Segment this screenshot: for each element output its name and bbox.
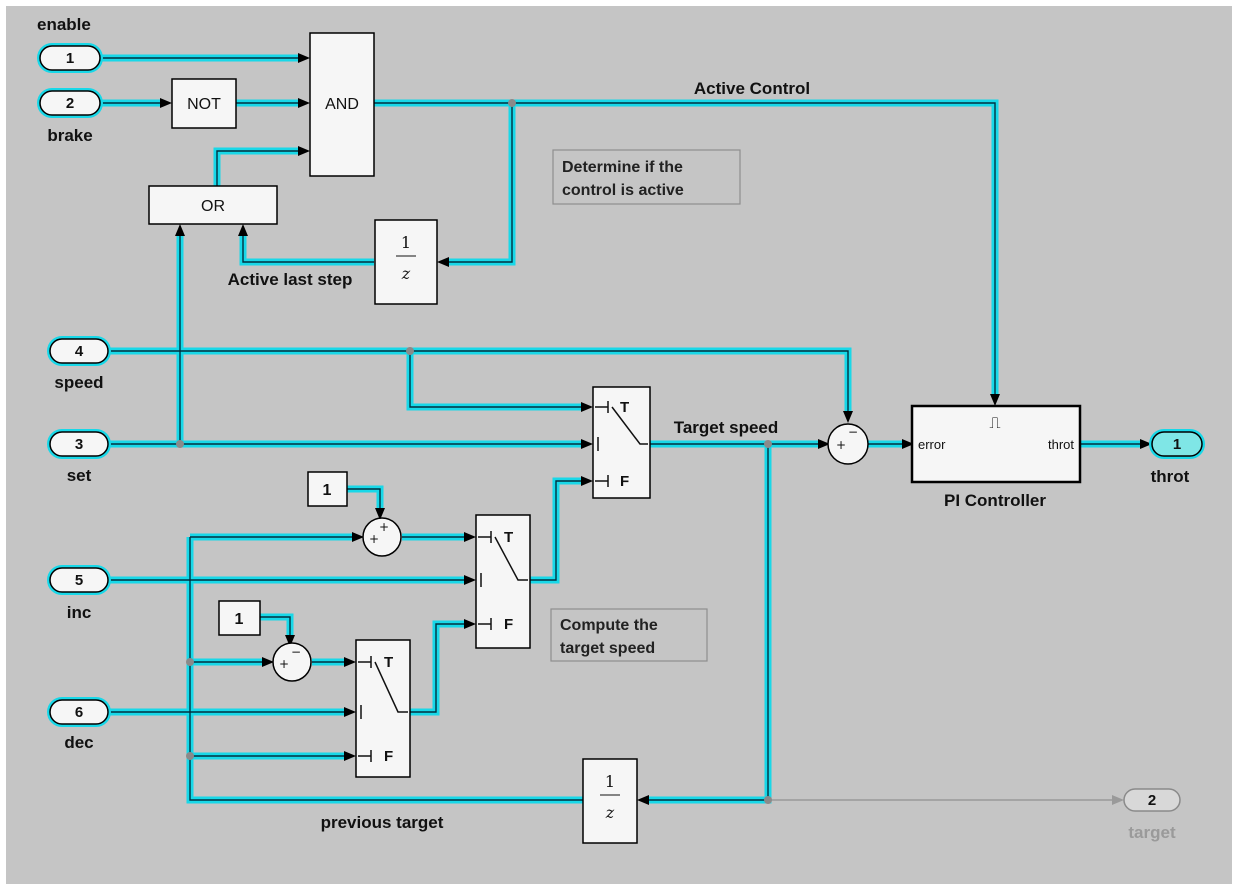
inport-set[interactable]: 3 set <box>47 429 111 485</box>
inport-brake-label: brake <box>47 126 92 145</box>
switch-dec-true: T <box>384 654 393 671</box>
annotation-active-line2: control is active <box>562 182 684 199</box>
inport-enable-number: 1 <box>66 50 74 67</box>
pi-controller-name: PI Controller <box>944 491 1046 510</box>
constant-inc[interactable]: 1 <box>307 471 348 507</box>
annotation-target-line1: Compute the <box>560 617 658 634</box>
unit-delay-active-denominator: z <box>401 264 411 283</box>
svg-text:+: + <box>836 438 846 452</box>
svg-text:+: + <box>279 657 289 671</box>
pi-controller-throt-port: throt <box>1048 437 1074 452</box>
signal-label-active-control: Active Control <box>694 79 810 98</box>
unit-delay-active[interactable]: 1 z <box>374 219 438 305</box>
outport-target-label: target <box>1128 823 1176 842</box>
inport-dec-number: 6 <box>75 704 83 721</box>
outport-throt-number: 1 <box>1173 436 1181 453</box>
inport-inc[interactable]: 5 inc <box>47 565 111 622</box>
annotation-target-line2: target speed <box>560 640 655 657</box>
wire-dec-switch-to-inc-switch[interactable] <box>410 620 466 716</box>
branch-points <box>176 99 772 804</box>
unit-delay-target[interactable]: 1 z <box>582 758 638 844</box>
outport-throt-label: throt <box>1151 467 1190 486</box>
pi-controller-enable-icon: ⎍ <box>989 415 1000 432</box>
signal-label-target-speed: Target speed <box>674 418 779 437</box>
or-block[interactable]: OR <box>148 185 278 225</box>
wire-active-last-step[interactable] <box>239 234 374 266</box>
signal-wire-cores <box>100 57 1142 801</box>
wire-or-to-and[interactable] <box>213 147 300 186</box>
switch-inc-true: T <box>504 529 513 546</box>
annotation-active-line1: Determine if the <box>562 159 683 176</box>
inport-inc-label: inc <box>67 603 92 622</box>
inport-brake[interactable]: 2 brake <box>37 88 103 145</box>
or-block-label: OR <box>201 198 225 215</box>
simulink-diagram: 1 enable 2 brake 4 speed 3 set 5 inc 6 d… <box>37 15 1205 844</box>
sum-increment[interactable]: + + <box>362 517 402 557</box>
pi-controller-block[interactable]: error throt ⎍ PI Controller <box>910 404 1082 510</box>
wire-speed-to-switch[interactable] <box>406 351 583 411</box>
unit-delay-target-numerator: 1 <box>605 772 615 791</box>
svg-text:−: − <box>848 425 858 439</box>
wire-active-feedback[interactable] <box>447 103 516 266</box>
constant-inc-value: 1 <box>323 482 332 499</box>
inport-dec[interactable]: 6 dec <box>47 697 111 752</box>
switch-inc-false: F <box>504 616 513 633</box>
svg-text:+: + <box>369 532 379 546</box>
inport-dec-label: dec <box>64 733 93 752</box>
inport-speed-label: speed <box>54 373 103 392</box>
pi-controller-error-port: error <box>918 437 946 452</box>
inport-inc-number: 5 <box>75 572 83 589</box>
inport-set-number: 3 <box>75 436 83 453</box>
not-block-label: NOT <box>187 96 221 113</box>
switch-target-false: F <box>620 473 629 490</box>
switch-dec-false: F <box>384 748 393 765</box>
signal-label-active-last-step: Active last step <box>228 270 353 289</box>
switch-dec[interactable]: T F <box>355 639 411 778</box>
outport-throt[interactable]: 1 throt <box>1149 429 1205 486</box>
unit-delay-target-denominator: z <box>605 803 615 822</box>
svg-text:−: − <box>291 645 301 659</box>
outport-target-number: 2 <box>1148 792 1156 809</box>
constant-dec[interactable]: 1 <box>218 600 261 636</box>
not-block[interactable]: NOT <box>171 78 237 129</box>
outport-target[interactable]: 2 target <box>1123 788 1181 842</box>
inport-speed-number: 4 <box>75 343 84 360</box>
wire-const-dec[interactable] <box>260 613 294 637</box>
inport-brake-number: 2 <box>66 95 74 112</box>
switch-target[interactable]: T F <box>592 386 651 499</box>
sum-error[interactable]: + − <box>827 423 869 465</box>
unit-delay-active-numerator: 1 <box>401 233 411 252</box>
and-block[interactable]: AND <box>309 32 375 177</box>
inport-set-label: set <box>67 466 92 485</box>
signal-label-previous-target: previous target <box>321 813 444 832</box>
sum-decrement[interactable]: + − <box>272 642 312 682</box>
diagram-canvas: 1 enable 2 brake 4 speed 3 set 5 inc 6 d… <box>6 6 1232 884</box>
constant-dec-value: 1 <box>235 611 244 628</box>
svg-text:+: + <box>379 520 389 534</box>
inport-enable-label: enable <box>37 15 91 34</box>
switch-target-true: T <box>620 399 629 416</box>
arrowheads <box>160 53 1152 805</box>
wire-const-inc[interactable] <box>347 485 384 510</box>
inport-speed[interactable]: 4 speed <box>47 336 111 392</box>
switch-inc[interactable]: T F <box>475 514 531 649</box>
and-block-label: AND <box>325 96 359 113</box>
annotation-target[interactable]: Compute the target speed <box>550 608 708 662</box>
annotation-active[interactable]: Determine if the control is active <box>552 149 741 205</box>
inport-enable[interactable]: 1 enable <box>37 15 103 73</box>
